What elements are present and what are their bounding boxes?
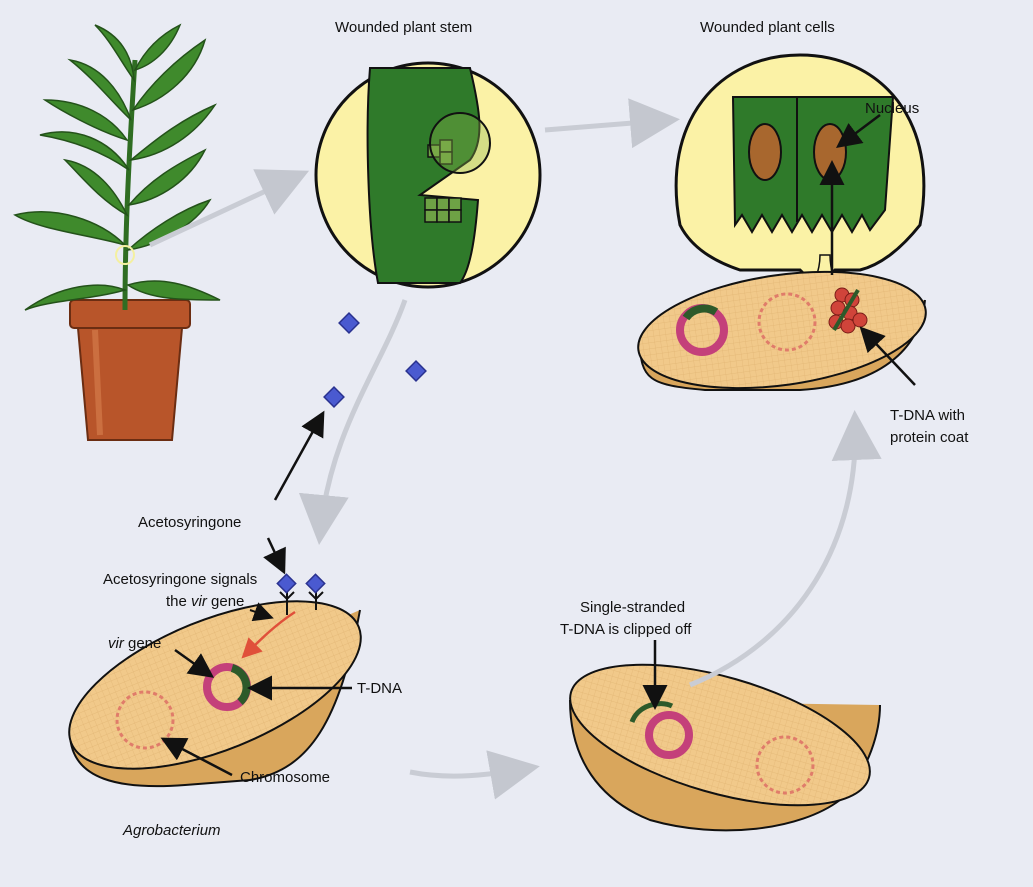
zoom-region-circle [430,113,490,173]
label-chromosome: Chromosome [240,769,330,786]
plant-leaves [15,25,220,310]
potted-plant [15,25,220,440]
label-wounded-stem: Wounded plant stem [335,19,472,36]
wounded-stem-zoom [316,63,540,287]
plant-pot [70,300,190,440]
label-single-stranded-line2: T-DNA is clipped off [560,621,692,638]
bacterium-infecting [631,255,933,404]
label-acetosyringone: Acetosyringone [138,514,241,531]
label-tdna: T-DNA [357,680,402,697]
label-signals-line2: the vir gene [166,593,244,610]
label-wounded-cells: Wounded plant cells [700,19,835,36]
wounded-cells-zoom [676,55,924,280]
nucleus-left [749,124,781,180]
arrow-stem-to-bacterium [320,300,405,535]
nucleus-right [814,124,846,180]
pointer-acetosyringone [275,415,322,500]
label-tdna-coat-line2: protein coat [890,429,969,446]
arrow-stem-to-cells [545,120,670,130]
label-agrobacterium: Agrobacterium [122,822,221,839]
label-nucleus: Nucleus [865,100,919,117]
bacterium-clipping [555,637,885,834]
acetosyringone-molecules [324,313,426,407]
pointer-acetosyringone-receptor [268,538,283,570]
label-signals-line1: Acetosyringone signals [103,571,257,588]
label-single-stranded-line1: Single-stranded [580,599,685,616]
label-tdna-coat-line1: T-DNA with [890,407,965,424]
label-vir-gene: vir gene [108,635,161,652]
arrow-bottom-to-top [690,420,855,685]
arrow-left-to-bottom [410,768,530,776]
